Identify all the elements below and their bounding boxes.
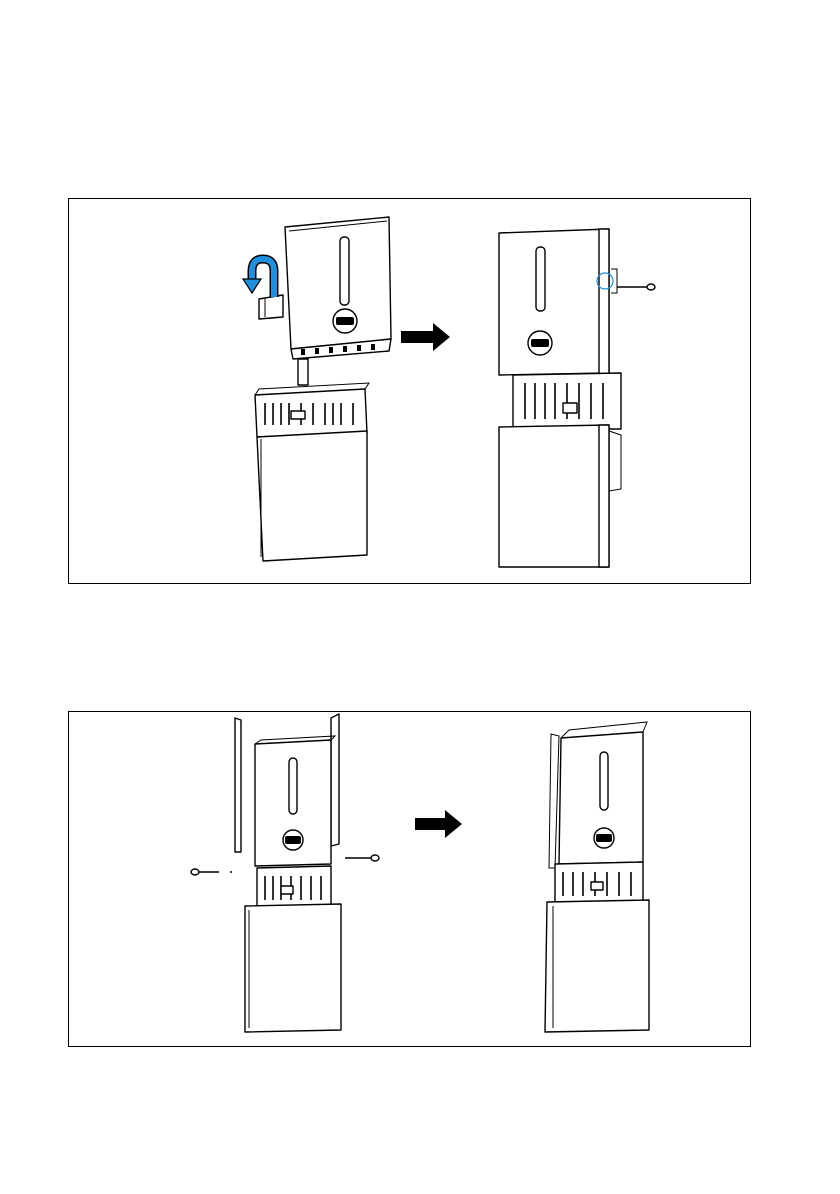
battery-stack-exploded — [245, 866, 341, 1032]
battery-stack-right — [499, 373, 621, 567]
inverter-installed — [499, 229, 655, 375]
figure-1-illustration — [69, 199, 750, 583]
battery-stack-assembled — [545, 862, 649, 1032]
figure-2-illustration — [69, 712, 750, 1046]
figure-1-frame — [68, 198, 751, 584]
inverter-lifting — [259, 217, 391, 385]
screw-left — [191, 869, 232, 875]
side-bracket-left — [235, 718, 241, 852]
figure-2-frame — [68, 711, 751, 1047]
battery-stack-left — [255, 383, 369, 561]
screw-right — [345, 855, 379, 861]
side-bracket-right — [331, 714, 339, 846]
inverter-exploded — [255, 736, 335, 866]
u-turn-arrow-icon — [243, 259, 274, 297]
inverter-assembled — [549, 722, 647, 868]
right-arrow-icon — [415, 810, 462, 838]
right-arrow-icon — [401, 323, 450, 351]
